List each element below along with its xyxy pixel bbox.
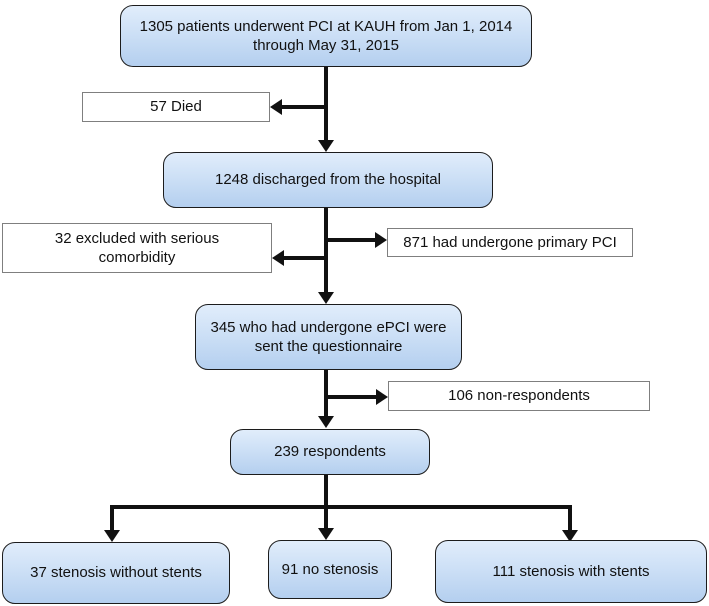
connector-line — [324, 66, 328, 140]
flow-node-label: 57 Died — [150, 98, 202, 116]
arrowhead-down-icon — [562, 530, 578, 542]
arrowhead-left-icon — [270, 99, 282, 115]
flow-node-stenosis-with-stents: 111 stenosis with stents — [435, 540, 707, 603]
flow-node-label: 106 non-respondents — [448, 387, 590, 405]
connector-line — [328, 395, 376, 399]
flow-node-label: 345 who had undergone ePCI were sent the… — [210, 318, 447, 356]
connector-line — [324, 370, 328, 416]
flow-node-label: 239 respondents — [274, 443, 386, 461]
flow-node-label: 37 stenosis without stents — [30, 564, 202, 582]
flow-node-discharged: 1248 discharged from the hospital — [163, 152, 493, 208]
connector-line — [324, 509, 328, 528]
connector-line — [568, 505, 572, 530]
flow-node-excluded-comorbidity: 32 excluded with serious comorbidity — [2, 223, 272, 273]
connector-line — [110, 505, 572, 509]
connector-line — [328, 238, 375, 242]
flow-node-respondents: 239 respondents — [230, 429, 430, 475]
arrowhead-down-icon — [104, 530, 120, 542]
flow-node-label: 871 had undergone primary PCI — [403, 233, 617, 251]
flow-node-no-stenosis: 91 no stenosis — [268, 540, 392, 599]
flow-node-label: 32 excluded with serious comorbidity — [54, 229, 220, 267]
connector-line — [324, 208, 328, 292]
flow-node-pci-total: 1305 patients underwent PCI at KAUH from… — [120, 5, 532, 67]
connector-line — [110, 505, 114, 530]
arrowhead-down-icon — [318, 528, 334, 540]
connector-line — [282, 105, 328, 109]
flow-node-label: 1248 discharged from the hospital — [215, 171, 441, 189]
arrowhead-down-icon — [318, 292, 334, 304]
flow-node-label: 111 stenosis with stents — [492, 562, 650, 580]
flow-node-epci-questionnaire: 345 who had undergone ePCI were sent the… — [195, 304, 462, 370]
arrowhead-down-icon — [318, 140, 334, 152]
flow-node-died: 57 Died — [82, 92, 270, 122]
arrowhead-left-icon — [272, 250, 284, 266]
connector-line — [284, 256, 328, 260]
flow-node-non-respondents: 106 non-respondents — [388, 381, 650, 411]
connector-line — [324, 475, 328, 509]
flow-node-stenosis-without-stents: 37 stenosis without stents — [2, 542, 230, 604]
flow-node-primary-pci: 871 had undergone primary PCI — [387, 228, 633, 257]
arrowhead-right-icon — [376, 389, 388, 405]
arrowhead-right-icon — [375, 232, 387, 248]
flow-node-label: 1305 patients underwent PCI at KAUH from… — [139, 17, 513, 55]
arrowhead-down-icon — [318, 416, 334, 428]
flow-node-label: 91 no stenosis — [281, 560, 379, 578]
